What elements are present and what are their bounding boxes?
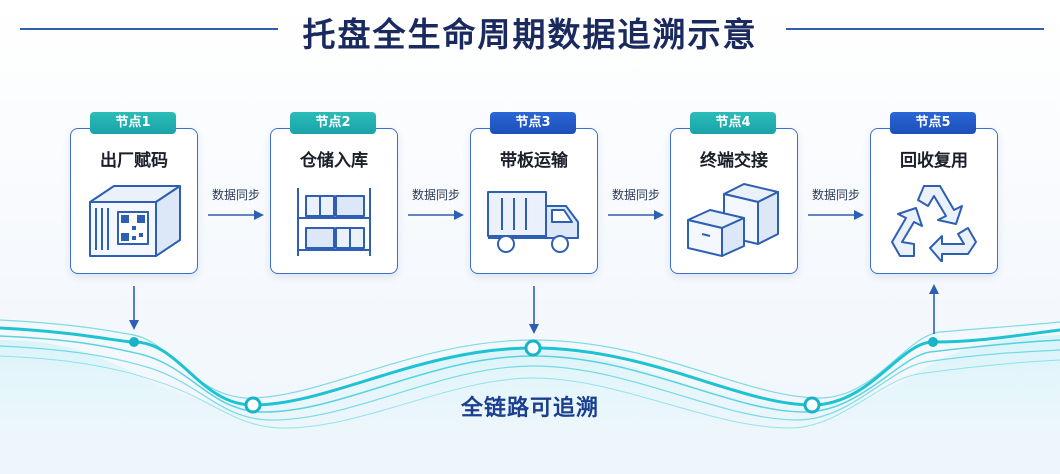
title-left-rule — [20, 28, 278, 30]
connector-label: 数据同步 — [811, 188, 860, 202]
node5-up-arrow — [929, 284, 939, 334]
connector-1: 数据同步 — [200, 186, 272, 226]
page-title: 托盘全生命周期数据追溯示意 — [302, 15, 758, 54]
footer-caption: 全链路可追溯 — [460, 396, 599, 421]
right-arrow-icon — [608, 210, 664, 220]
storage-rack-icon — [297, 188, 371, 256]
connector-label: 数据同步 — [411, 188, 460, 202]
right-arrow-icon — [808, 210, 864, 220]
connector-4: 数据同步 — [800, 186, 872, 226]
title-right-rule — [786, 28, 1044, 30]
boxes-icon — [687, 183, 779, 257]
node-badge: 节点3 — [490, 112, 576, 134]
node-label: 仓储入库 — [300, 151, 368, 171]
title-bar: 托盘全生命周期数据追溯示意 — [0, 0, 1060, 60]
connector-2: 数据同步 — [400, 186, 472, 226]
node-label: 带板运输 — [500, 151, 568, 171]
recycle-icon — [891, 185, 977, 262]
truck-icon — [487, 191, 579, 253]
node-5: 节点5 回收复用 — [870, 112, 998, 274]
traceability-wave — [0, 319, 1060, 474]
connector-3: 数据同步 — [600, 186, 672, 226]
right-arrow-icon — [408, 210, 464, 220]
connector-label: 数据同步 — [611, 188, 660, 202]
node-label: 回收复用 — [900, 151, 968, 171]
node-badge: 节点2 — [290, 112, 376, 134]
pallet-qr-icon — [89, 185, 181, 257]
node-4: 节点4 终端交接 — [670, 112, 798, 274]
node-badge: 节点5 — [890, 112, 976, 134]
node-badge: 节点4 — [690, 112, 776, 134]
node-label: 出厂赋码 — [100, 151, 168, 171]
node-2: 节点2 仓储入库 — [270, 112, 398, 274]
node-1: 节点1 出厂赋码 — [70, 112, 198, 274]
node3-down-arrow — [529, 286, 539, 334]
node-label: 终端交接 — [700, 151, 768, 171]
node-badge: 节点1 — [90, 112, 176, 134]
right-arrow-icon — [208, 210, 264, 220]
node1-down-arrow — [129, 286, 139, 330]
connector-label: 数据同步 — [211, 188, 260, 202]
node-3: 节点3 带板运输 — [470, 112, 598, 274]
